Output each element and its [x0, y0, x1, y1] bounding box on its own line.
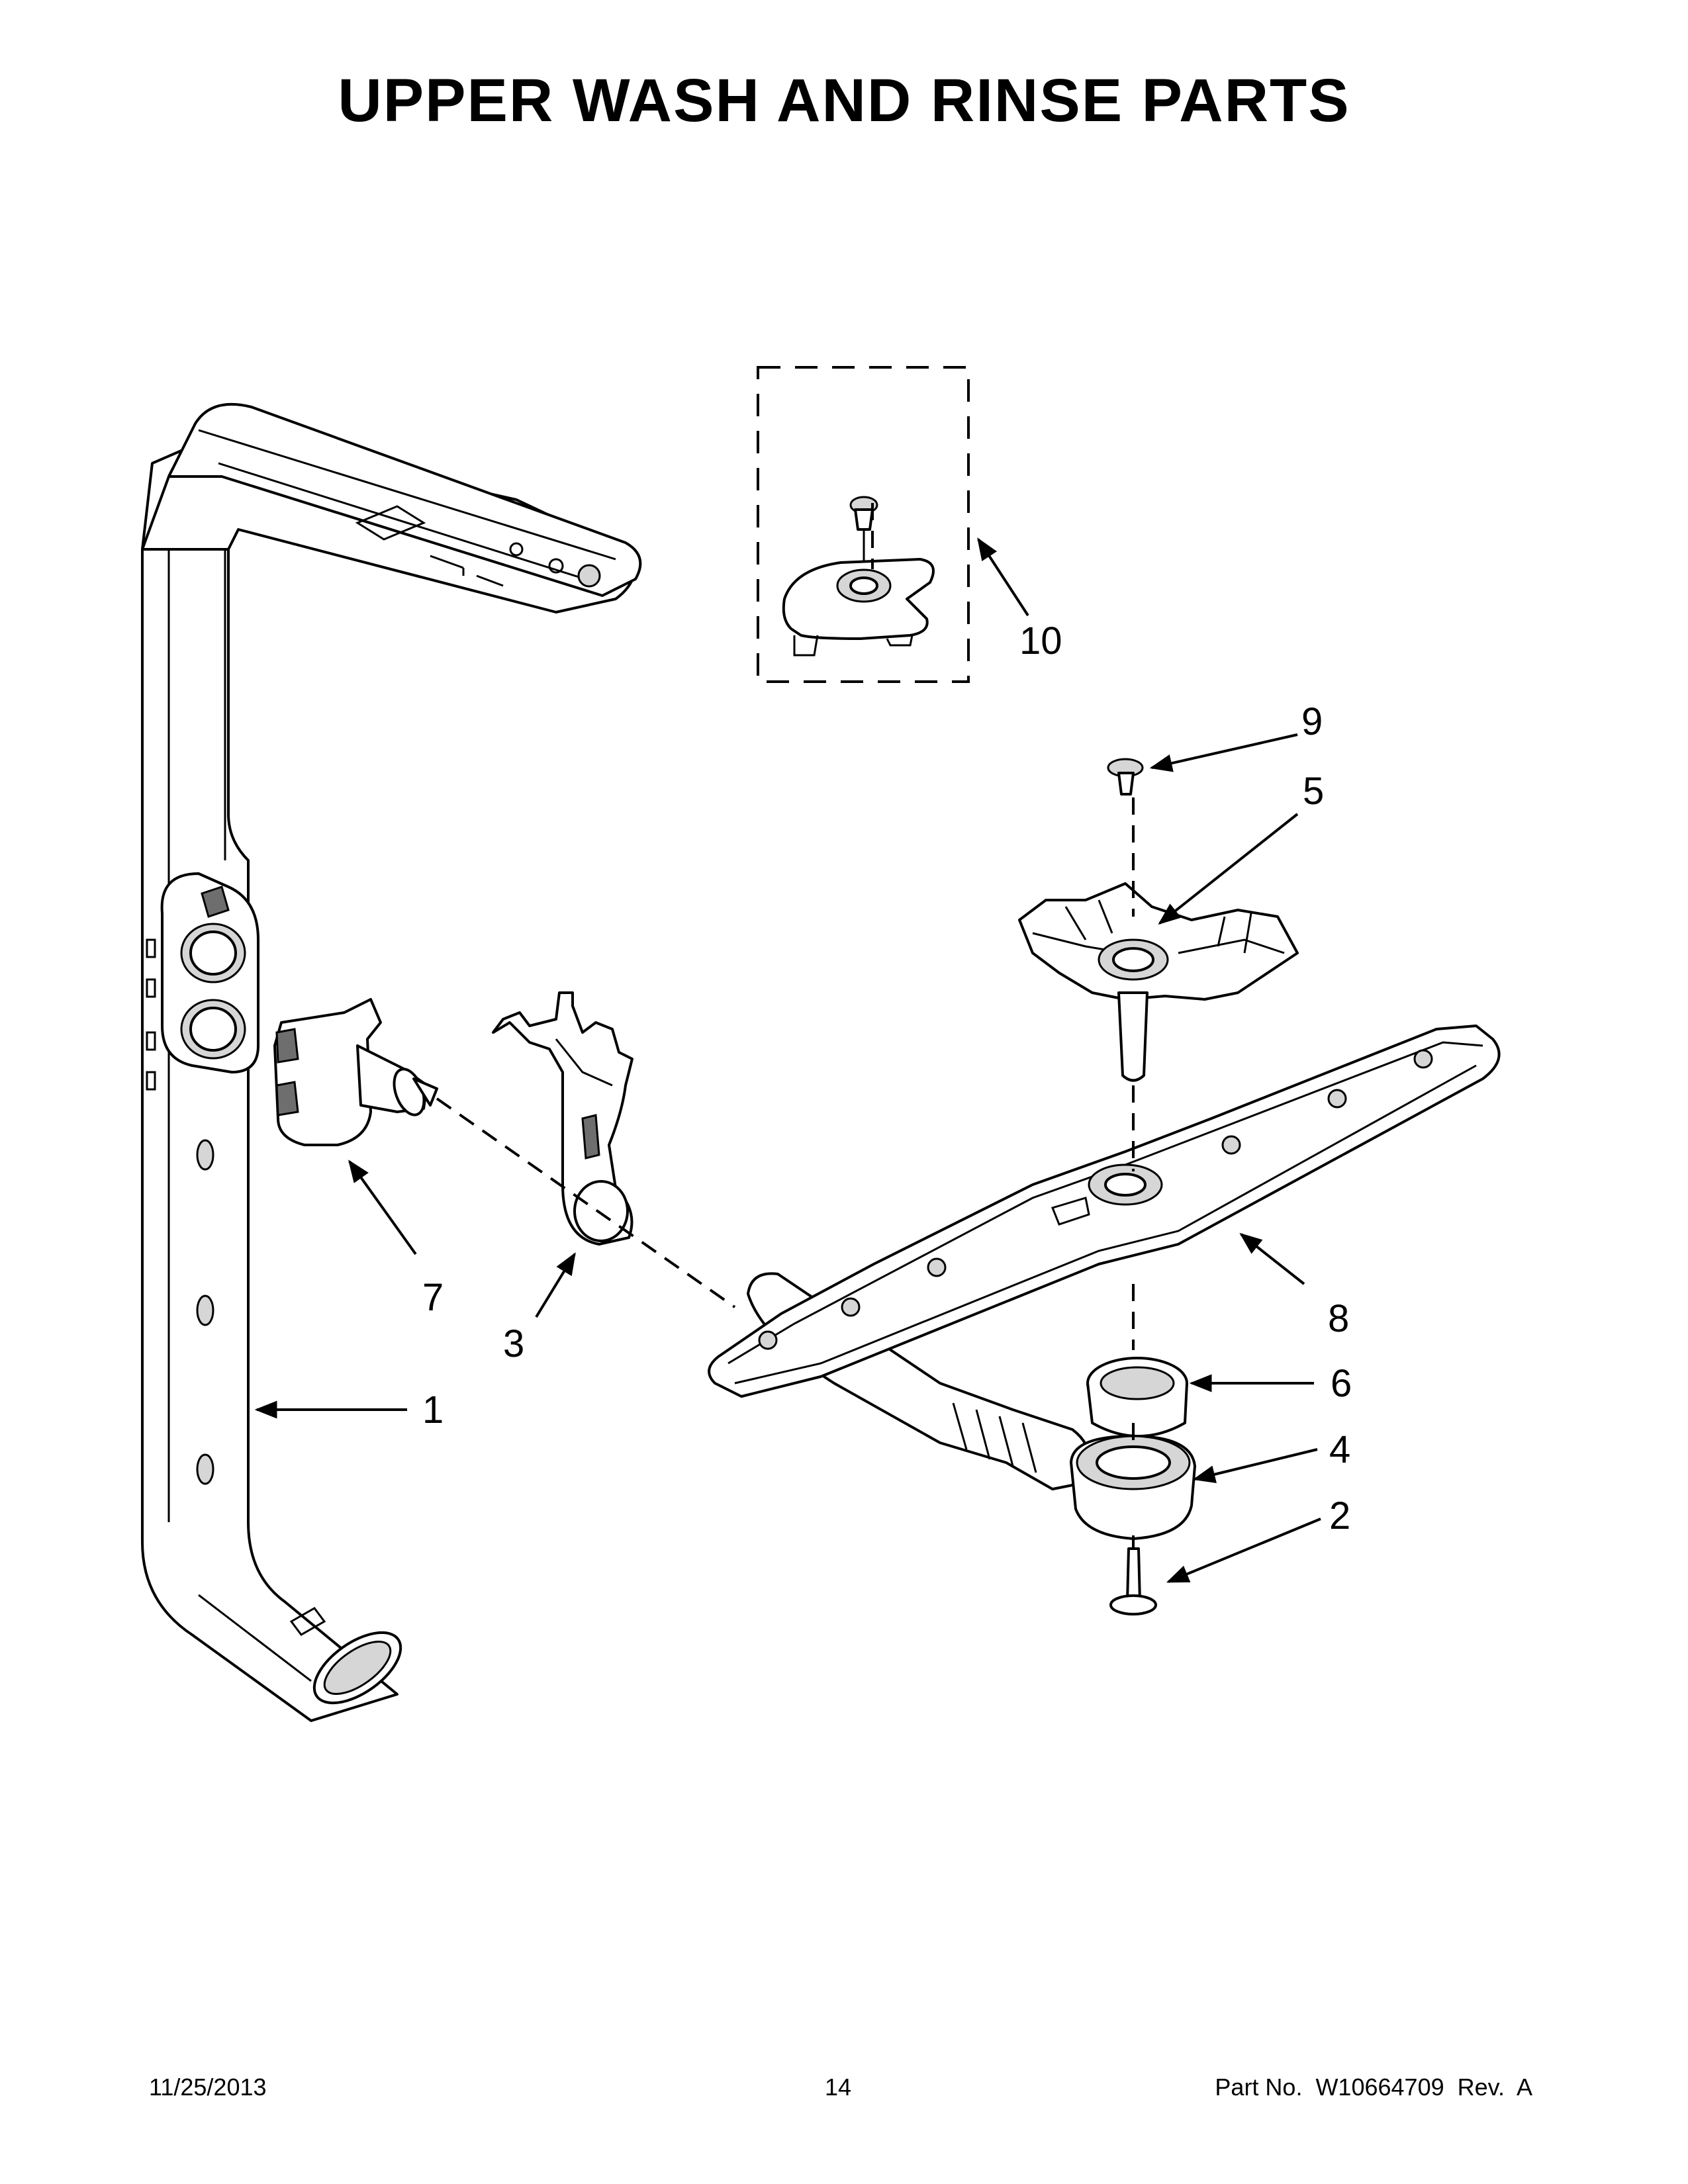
callout-5: 5 [1303, 770, 1324, 813]
callout-10: 10 [1019, 619, 1062, 662]
inset-part-10 [757, 366, 970, 683]
leader-10 [977, 537, 1029, 617]
footer-date: 11/25/2013 [149, 2073, 267, 2101]
bracket-part-3 [492, 991, 633, 1246]
leader-9 [1149, 733, 1298, 772]
callout-7: 7 [422, 1276, 444, 1319]
callout-6: 6 [1331, 1362, 1352, 1405]
screw-part-2 [1109, 1547, 1157, 1615]
diverter-part-7 [273, 998, 438, 1146]
leader-arrows [254, 537, 1321, 1583]
ring-part-6 [1086, 1357, 1188, 1437]
page-title: UPPER WASH AND RINSE PARTS [338, 67, 1350, 134]
footer-page-number: 14 [825, 2073, 852, 2101]
callout-1: 1 [422, 1388, 444, 1432]
callout-2: 2 [1329, 1494, 1350, 1537]
footer-part-number: Part No. W10664709 Rev. A [1215, 2073, 1532, 2101]
callout-4: 4 [1329, 1428, 1350, 1471]
spray-arm-part-8 [708, 1024, 1501, 1490]
callout-8: 8 [1328, 1297, 1349, 1340]
manifold-part-4 [1070, 1435, 1196, 1540]
leader-7 [348, 1160, 417, 1255]
supply-tube-part-1 [141, 402, 642, 1722]
leader-5 [1158, 813, 1299, 925]
leader-2 [1166, 1518, 1321, 1583]
leader-8 [1239, 1232, 1305, 1285]
assembly-center-lines [436, 503, 1135, 1549]
spray-arm-mount-part-5 [1018, 882, 1299, 1082]
callout-3: 3 [503, 1322, 524, 1365]
callout-9: 9 [1301, 700, 1323, 743]
leader-3 [535, 1252, 576, 1318]
leader-4 [1192, 1448, 1318, 1483]
screw-part-9 [1107, 758, 1144, 796]
callout-numbers: 1 2 3 4 5 6 7 8 9 10 [422, 619, 1352, 1537]
